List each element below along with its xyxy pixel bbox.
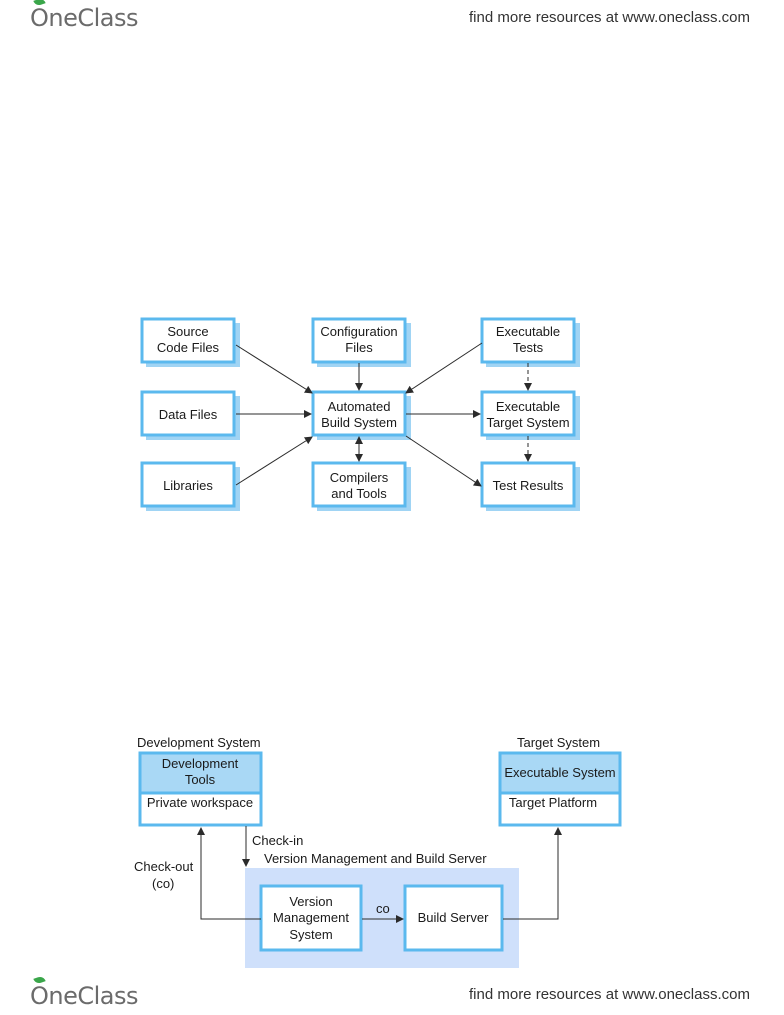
configuration-files-box: Configuration Files [311,317,411,367]
data-files-label: Data Files [159,407,218,422]
arrow-libraries-to-build [235,436,313,486]
automated-build-system-box: Automated Build System [311,390,411,440]
automated-build-system-label-1: Automated [328,399,391,414]
target-system-label: Target System [517,735,600,750]
version-management-label-1: Version [289,894,332,909]
compilers-and-tools-label-1: Compilers [330,470,389,485]
arrow-source-to-build [235,344,313,394]
version-management-system-box: Version Management System [259,884,363,952]
dev-build-server-diagram: Development System Target System Develop… [134,735,622,968]
compilers-and-tools-box: Compilers and Tools [311,461,411,511]
configuration-files-label-1: Configuration [320,324,397,339]
header-logo-text: OneClass [30,4,139,32]
development-system-box: Development Tools Private workspace [138,751,263,827]
executable-target-system-label-1: Executable [496,399,560,414]
test-results-label: Test Results [493,478,564,493]
executable-tests-label-2: Tests [513,340,544,355]
libraries-box: Libraries [140,461,240,511]
executable-tests-label-1: Executable [496,324,560,339]
configuration-files-label-2: Files [345,340,373,355]
automated-build-system-label-2: Build System [321,415,397,430]
development-tools-label-2: Tools [185,772,216,787]
source-code-files-box: Source Code Files [140,317,240,367]
footer-logo[interactable]: OneClass [30,975,139,1010]
executable-system-label: Executable System [504,765,615,780]
co-label: co [376,901,390,916]
compilers-and-tools-label-2: and Tools [331,486,387,501]
libraries-label: Libraries [163,478,213,493]
header-logo[interactable]: OneClass [30,0,139,32]
check-in-label: Check-in [252,833,303,848]
version-management-label-3: System [289,927,332,942]
source-code-files-label-2: Code Files [157,340,220,355]
arrow-check-out [197,827,261,920]
executable-tests-box: Executable Tests [480,317,580,367]
target-platform-label: Target Platform [509,795,597,810]
build-system-diagram: Source Code Files Configuration Files Ex… [140,317,580,511]
check-out-label-2: (co) [152,876,174,891]
executable-target-system-box: Executable Target System [480,390,580,440]
development-tools-label-1: Development [162,756,239,771]
development-system-label: Development System [137,735,261,750]
source-code-files-label-1: Source [167,324,208,339]
server-label: Version Management and Build Server [264,851,487,866]
arrow-tests-to-build [405,342,483,394]
data-files-box: Data Files [140,390,240,440]
arrow-build-to-results [405,435,482,487]
private-workspace-label: Private workspace [147,795,253,810]
target-system-box: Executable System Target Platform [498,751,622,827]
build-server-box: Build Server [403,884,504,952]
test-results-box: Test Results [480,461,580,511]
check-out-label-1: Check-out [134,859,194,874]
executable-target-system-label-2: Target System [486,415,569,430]
header-resource-link[interactable]: find more resources at www.oneclass.com [469,9,750,26]
footer-resource-link[interactable]: find more resources at www.oneclass.com [469,986,750,1003]
footer-logo-text: OneClass [30,982,139,1010]
arrow-build-server-to-target [503,827,562,920]
version-management-label-2: Management [273,910,349,925]
build-server-label: Build Server [418,910,489,925]
